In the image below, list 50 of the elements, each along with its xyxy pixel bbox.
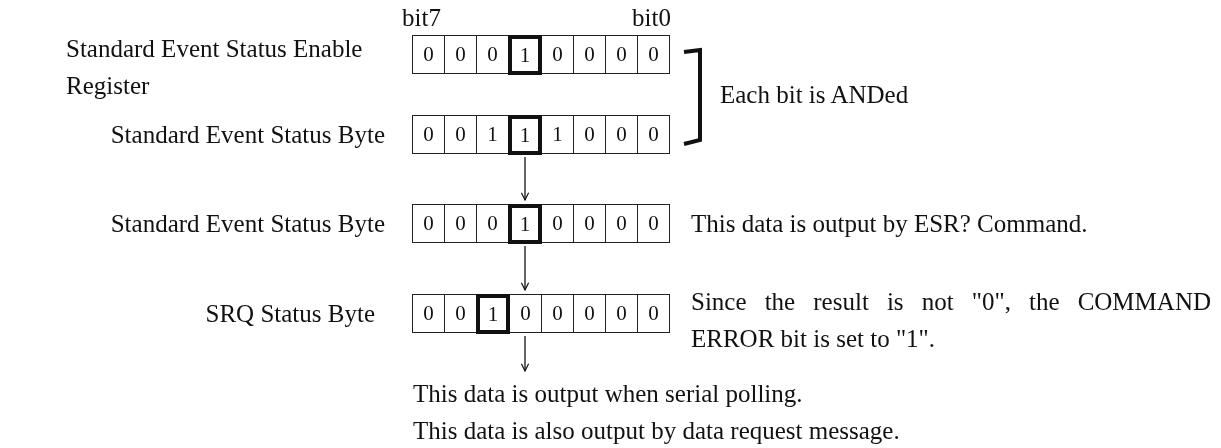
bit-cell: 0 [444,204,477,243]
bit-cell: 0 [637,35,670,74]
bit-cell: 0 [541,294,574,333]
bit-cell: 0 [444,115,477,154]
bit-cell: 0 [541,35,574,74]
bit-cell: 0 [573,204,606,243]
bit-cell: 1 [508,35,542,75]
register-description: Since the result is not "0", the COMMAND ERROR bit is set to "1". [691,287,1211,354]
bit-cell: 0 [573,35,606,74]
register-row [413,115,670,153]
register-row [413,35,670,73]
bit-cell: 0 [444,294,477,333]
bit-cell: 0 [476,35,509,74]
bit-cell: 0 [637,115,670,154]
bit-cell: 0 [509,294,542,333]
bit-cell: 1 [541,115,574,154]
bit-cell: 0 [637,204,670,243]
arrow [520,156,530,201]
bit-label: bit0 [632,3,671,33]
register-description: Standard Event Status Enable Register [66,34,364,101]
bit-cell: 1 [508,204,542,244]
bit-cell: 0 [476,204,509,243]
bit-cell: 0 [444,35,477,74]
bit-cell: 0 [637,294,670,333]
bit-cell: 0 [412,115,445,154]
bit-cell: 0 [412,35,445,74]
bit-cell: 1 [508,115,542,155]
bit-cell: 0 [541,204,574,243]
bit-cell: 0 [573,115,606,154]
note-text: Each bit is ANDed [720,80,909,110]
register-description: Standard Event Status Byte [110,120,385,150]
register-row [413,204,670,242]
bit-cell: 1 [476,115,509,154]
arrow [520,245,530,291]
note-text: This data is output when serial polling. [413,379,804,409]
bit-cell: 0 [412,294,445,333]
register-description: Standard Event Status Byte [110,209,385,239]
bit-cell: 0 [605,204,638,243]
bit-cell: 0 [412,204,445,243]
bit-label: bit7 [402,3,441,33]
bit-cell: 0 [605,115,638,154]
arrow [520,335,530,372]
bit-cell: 1 [476,294,510,334]
register-description: This data is output by ESR? Command. [691,209,1088,239]
bit-cell: 0 [605,294,638,333]
register-row [413,294,670,332]
note-text: This data is also output by data request message. [413,416,900,446]
bit-cell: 0 [573,294,606,333]
register-description: SRQ Status Byte [205,299,375,329]
bit-cell: 0 [605,35,638,74]
